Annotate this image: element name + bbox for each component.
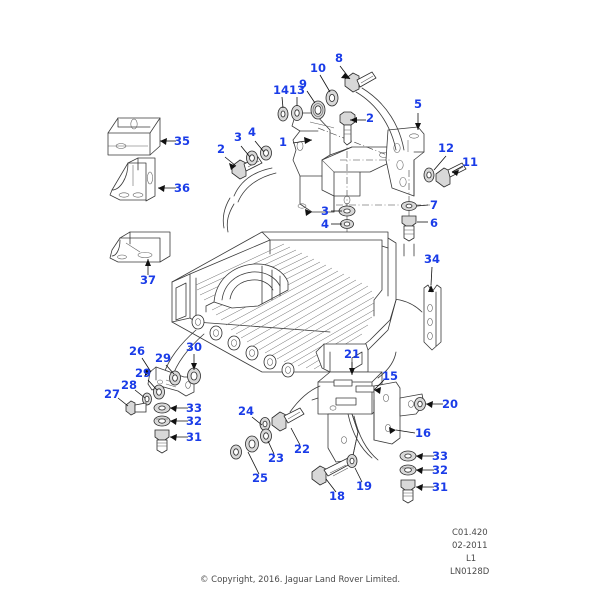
hardware-25 xyxy=(230,444,242,460)
callout-31a: 31 xyxy=(186,430,202,444)
callout-29b: 29 xyxy=(135,366,151,380)
hardware-31b-bolt xyxy=(400,479,416,504)
part-side-plate-5 xyxy=(340,126,425,216)
callout-19: 19 xyxy=(356,479,372,493)
callout-3a: 3 xyxy=(234,130,242,144)
code-line-4: LN0128D xyxy=(450,567,490,577)
hardware-32a xyxy=(153,415,171,427)
hardware-18-19-bolt xyxy=(311,454,358,486)
callout-24: 24 xyxy=(238,404,254,418)
callout-25: 25 xyxy=(252,471,268,485)
hardware-24 xyxy=(259,417,271,431)
callout-34: 34 xyxy=(424,252,440,266)
callout-4b: 4 xyxy=(321,217,329,231)
hardware-4b xyxy=(340,219,354,229)
hardware-33b xyxy=(399,450,417,462)
hardware-3b xyxy=(338,205,356,217)
footer-codes: C01.420 02-2011 L1 LN0128D xyxy=(450,528,490,577)
hardware-28 xyxy=(142,392,152,406)
callout-32a: 32 xyxy=(186,414,202,428)
hardware-23 xyxy=(245,428,272,453)
callout-9: 9 xyxy=(299,77,307,91)
hardware-7 xyxy=(401,201,417,211)
hardware-8-bolt xyxy=(344,71,377,93)
callout-13: 13 xyxy=(289,83,305,97)
callout-2a: 2 xyxy=(366,111,374,125)
callout-35: 35 xyxy=(174,134,190,148)
hardware-13 xyxy=(291,105,303,121)
hardware-4a xyxy=(260,145,272,161)
callout-32b: 32 xyxy=(432,463,448,477)
part-bracket-35 xyxy=(107,117,161,156)
callout-2b: 2 xyxy=(217,142,225,156)
hardware-2a-bolt xyxy=(339,111,356,146)
hardware-27-bolt xyxy=(125,400,147,416)
callout-23: 23 xyxy=(268,451,284,465)
hardware-14 xyxy=(277,106,289,122)
callout-29a: 29 xyxy=(155,351,171,365)
part-main-bracket-1 xyxy=(291,112,430,236)
code-line-3: L1 xyxy=(466,554,476,564)
hardware-29-cluster xyxy=(153,370,181,400)
leader-lines xyxy=(117,65,464,493)
callout-5: 5 xyxy=(414,97,422,111)
callout-22: 22 xyxy=(294,442,310,456)
callout-7: 7 xyxy=(430,198,438,212)
part-bracket-36 xyxy=(109,157,156,202)
part-bracket-37 xyxy=(109,231,171,263)
callout-26: 26 xyxy=(129,344,145,358)
curve-left-tube xyxy=(233,167,273,197)
callout-3b: 3 xyxy=(321,204,329,218)
hardware-12 xyxy=(423,167,435,183)
bed-rail-bushings xyxy=(191,314,295,378)
hardware-30 xyxy=(187,367,201,385)
curve-left-tube-2 xyxy=(237,172,277,203)
part-rear-mount-21 xyxy=(311,371,383,463)
hardware-31a-bolt xyxy=(154,429,170,454)
callout-20: 20 xyxy=(442,397,458,411)
callout-11: 11 xyxy=(462,155,478,169)
hardware-20 xyxy=(414,397,426,411)
callout-33b: 33 xyxy=(432,449,448,463)
callout-16: 16 xyxy=(415,426,431,440)
code-line-2: 02-2011 xyxy=(452,541,488,551)
callout-15: 15 xyxy=(382,369,398,383)
hardware-3a xyxy=(246,150,258,166)
callout-10: 10 xyxy=(310,61,326,75)
callout-12: 12 xyxy=(438,141,454,155)
callout-18: 18 xyxy=(329,489,345,503)
callout-31b: 31 xyxy=(432,480,448,494)
callout-27: 27 xyxy=(104,387,120,401)
leader-arrowheads xyxy=(145,73,459,491)
part-strap-34 xyxy=(423,284,442,351)
hardware-32b xyxy=(399,464,417,476)
callout-14: 14 xyxy=(273,83,289,97)
callout-8: 8 xyxy=(335,51,343,65)
hardware-22-bolt xyxy=(271,407,305,432)
callout-36: 36 xyxy=(174,181,190,195)
callout-labels: 1 2 2 3 3 4 4 5 6 7 8 9 10 11 12 13 14 1… xyxy=(104,51,478,503)
callout-4a: 4 xyxy=(248,125,256,139)
callout-6: 6 xyxy=(430,216,438,230)
callout-30: 30 xyxy=(186,340,202,354)
hardware-6-bolt xyxy=(401,215,417,242)
callout-28: 28 xyxy=(121,378,137,392)
callout-37: 37 xyxy=(140,273,156,287)
code-line-1: C01.420 xyxy=(452,528,488,538)
part-truck-bed xyxy=(171,231,397,378)
callout-21: 21 xyxy=(344,347,360,361)
hardware-9 xyxy=(310,100,326,120)
copyright-notice: © Copyright, 2016. Jaguar Land Rover Lim… xyxy=(200,575,400,585)
callout-33a: 33 xyxy=(186,401,202,415)
hardware-10 xyxy=(325,89,339,107)
callout-1: 1 xyxy=(279,135,287,149)
hardware-33a xyxy=(153,402,171,414)
